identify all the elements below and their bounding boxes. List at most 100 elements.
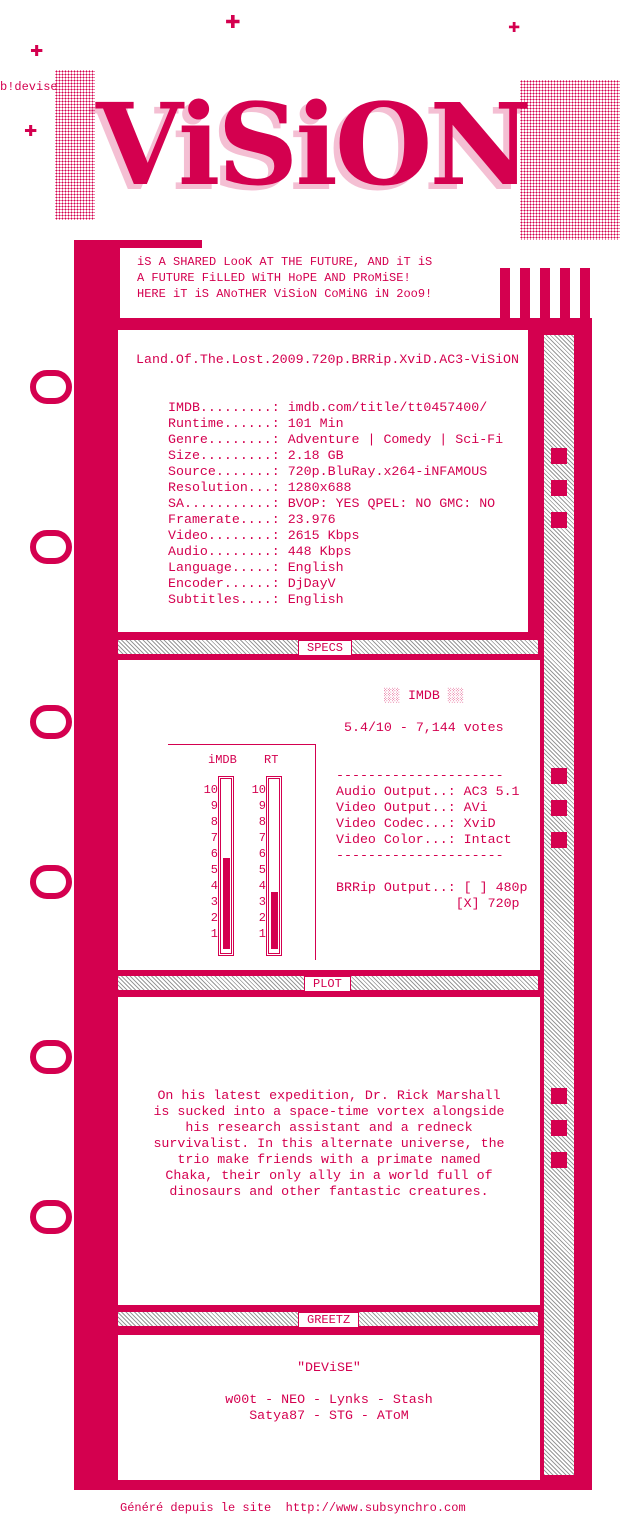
spec-line: BRRip Output..: [ ] 480p <box>336 880 528 895</box>
tick-label: 2 <box>210 911 218 925</box>
release-name: Land.Of.The.Lost.2009.720p.BRRip.XviD.AC… <box>136 352 520 367</box>
square-icon <box>551 1088 567 1104</box>
logo-shadow <box>520 80 620 240</box>
tagline-line: A FUTURE FiLLED WiTH HoPE AND PRoMiSE! <box>137 271 411 285</box>
gauge-ticks: 10 9 8 7 6 5 4 3 2 1 <box>194 782 218 942</box>
gauge-label-imdb: iMDB <box>208 753 237 767</box>
plot-line: Chaka, their only ally in a world full o… <box>165 1168 493 1183</box>
gauge-rt <box>266 776 282 956</box>
info-line: Size.........: 2.18 GB <box>168 448 344 463</box>
section-plot: PLOT <box>304 976 351 992</box>
tick-label: 4 <box>210 879 218 893</box>
greetz-title: "DEViSE" <box>297 1360 361 1375</box>
square-icon <box>551 512 567 528</box>
vision-logo: ViSiON <box>96 80 532 211</box>
spec-line: Video Output..: AVi <box>336 800 488 815</box>
info-line: Resolution...: 1280x688 <box>168 480 352 495</box>
info-line: Runtime......: 101 Min <box>168 416 344 431</box>
info-line: Framerate....: 23.976 <box>168 512 336 527</box>
ring-icon <box>30 865 72 899</box>
square-icon <box>551 448 567 464</box>
info-line: Source.......: 720p.BluRay.x264-iNFAMOUS <box>168 464 488 479</box>
logo-shadow <box>55 70 95 220</box>
spec-line: --------------------- <box>336 768 504 783</box>
info-line: Encoder......: DjDayV <box>168 576 336 591</box>
square-icon <box>551 480 567 496</box>
tick-label: 5 <box>210 863 218 877</box>
info-line: Video........: 2615 Kbps <box>168 528 360 543</box>
plot-panel <box>118 997 540 1305</box>
spec-line: Video Codec...: XviD <box>336 816 496 831</box>
spec-line: [X] 720p <box>336 896 520 911</box>
spec-line: Video Color...: Intact <box>336 832 512 847</box>
info-line: Subtitles....: English <box>168 592 344 607</box>
pixel-decoration <box>500 268 590 318</box>
tagline-box <box>120 248 500 318</box>
side-strip <box>544 335 574 1475</box>
plot-line: dinosaurs and other fantastic creatures. <box>169 1184 489 1199</box>
tick-label: 4 <box>258 879 266 893</box>
square-icon <box>551 800 567 816</box>
tick-label: 3 <box>258 895 266 909</box>
rating-chart <box>168 744 316 960</box>
sparkle-icon: ✚ <box>508 16 521 39</box>
greetz-line: w00t - NEO - Lynks - Stash <box>225 1392 433 1407</box>
tagline: iS A SHARED LooK AT THE FUTURE, AND iT i… <box>137 254 432 302</box>
spec-line: --------------------- <box>336 848 504 863</box>
ring-icon <box>30 1200 72 1234</box>
tick-label: 1 <box>210 927 218 941</box>
gauge-imdb <box>218 776 234 956</box>
square-icon <box>551 768 567 784</box>
output-specs: ---------------------Audio Output..: AC3… <box>336 768 528 912</box>
tick-label: 7 <box>258 831 266 845</box>
greetz-panel <box>118 1335 540 1480</box>
plot-text: On his latest expedition, Dr. Rick Marsh… <box>118 1088 540 1200</box>
square-icon <box>551 832 567 848</box>
tick-label: 3 <box>210 895 218 909</box>
tick-label: 6 <box>210 847 218 861</box>
ring-icon <box>30 370 72 404</box>
tick-label: 10 <box>203 783 218 797</box>
tick-label: 8 <box>258 815 266 829</box>
imdb-panel <box>118 660 540 970</box>
info-panel <box>118 330 528 632</box>
gauge-fill-imdb <box>223 858 230 949</box>
footer-link[interactable]: Généré depuis le site http://www.subsync… <box>120 1501 466 1515</box>
square-icon <box>551 1152 567 1168</box>
tick-label: 1 <box>258 927 266 941</box>
sparkle-icon: ✚ <box>30 38 44 63</box>
gauge-fill-rt <box>271 891 278 949</box>
info-line: Language.....: English <box>168 560 344 575</box>
tick-label: 5 <box>258 863 266 877</box>
info-line: Audio........: 448 Kbps <box>168 544 352 559</box>
info-list: IMDB.........: imdb.com/title/tt0457400/… <box>168 400 503 608</box>
spec-line <box>336 864 528 880</box>
plot-line: On his latest expedition, Dr. Rick Marsh… <box>157 1088 501 1103</box>
square-icon <box>551 1120 567 1136</box>
tick-label: 9 <box>258 799 266 813</box>
ring-icon <box>30 705 72 739</box>
gauge-label-rt: RT <box>264 753 279 767</box>
plot-line: trio make friends with a primate named <box>177 1152 481 1167</box>
tick-label: 7 <box>210 831 218 845</box>
sparkle-icon: ✚ <box>24 118 38 143</box>
tick-label: 9 <box>210 799 218 813</box>
section-greetz: GREETZ <box>298 1312 360 1328</box>
greetz-line: Satya87 - STG - AToM <box>249 1408 409 1423</box>
tick-label: 10 <box>251 783 266 797</box>
imdb-title: ░░ IMDB ░░ <box>384 688 464 703</box>
tick-label: 2 <box>258 911 266 925</box>
spec-line: Audio Output..: AC3 5.1 <box>336 784 520 799</box>
ring-icon <box>30 1040 72 1074</box>
plot-line: survivalist. In this alternate universe,… <box>153 1136 505 1151</box>
info-line: IMDB.........: imdb.com/title/tt0457400/ <box>168 400 488 415</box>
tick-label: 8 <box>210 815 218 829</box>
tagline-line: HERE iT iS ANoTHER ViSioN CoMiNG iN 2oo9… <box>137 287 433 301</box>
info-line: SA...........: BVOP: YES QPEL: NO GMC: N… <box>168 496 496 511</box>
sparkle-icon: ✚ <box>225 6 241 36</box>
info-line: Genre........: Adventure | Comedy | Sci-… <box>168 432 504 447</box>
imdb-score: 5.4/10 - 7,144 votes <box>344 720 504 735</box>
plot-line: is sucked into a space-time vortex along… <box>153 1104 505 1119</box>
